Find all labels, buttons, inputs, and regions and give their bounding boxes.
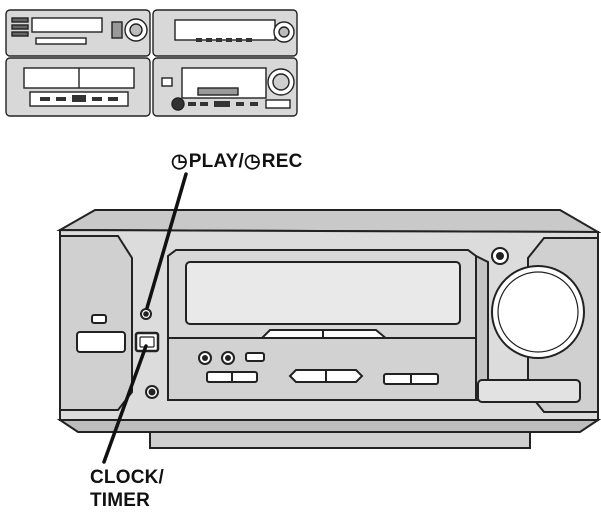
left-indicator — [91, 314, 107, 324]
panel-bottom-skirt — [56, 419, 601, 433]
timer-text: TIMER — [90, 490, 151, 511]
small-slot — [245, 352, 265, 362]
front-panel — [56, 209, 601, 449]
play-rec-label: ◷ PLAY/ ◷ REC — [171, 150, 303, 173]
panel-top-bevel — [56, 209, 601, 234]
volume-knob — [491, 265, 585, 359]
clock-timer-label: CLOCK/ TIMER — [90, 466, 164, 512]
clock-icon: ◷ — [244, 151, 261, 172]
panel-base — [149, 431, 531, 449]
leader-play-rec — [145, 172, 188, 310]
left-button — [76, 331, 126, 353]
leader-clock-timer — [102, 344, 148, 464]
right-lower-button — [477, 379, 581, 403]
play-text: PLAY/ — [188, 150, 244, 172]
leader-lines — [102, 172, 188, 464]
clock-text: CLOCK/ — [90, 467, 165, 488]
system-thumbnail — [5, 9, 298, 117]
clock-icon: ◷ — [171, 151, 188, 172]
cassette-window — [185, 261, 461, 325]
rec-text: REC — [261, 150, 303, 172]
